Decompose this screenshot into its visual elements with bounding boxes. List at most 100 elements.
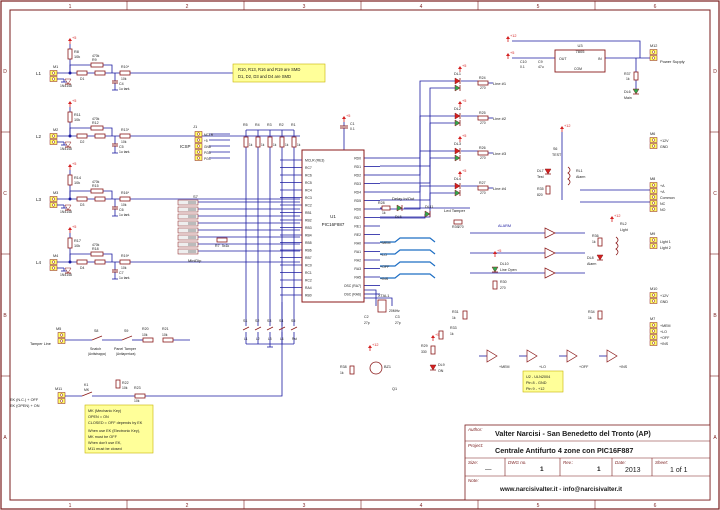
label: 270 (480, 156, 486, 160)
supply-arrow (458, 101, 462, 104)
main-led-resistor (633, 71, 639, 81)
label: 470k (92, 243, 100, 247)
supply-arrow (342, 116, 346, 119)
label: 10k (74, 181, 80, 185)
label: R19* (121, 254, 130, 258)
label: R23 (134, 386, 141, 390)
pushbutton-contact (254, 326, 262, 331)
label: R39 (452, 225, 459, 229)
label: +LO (539, 365, 546, 369)
border-col-top: 2 (186, 4, 189, 10)
bank-resistor (291, 136, 297, 148)
border-col-top: 1 (69, 4, 72, 10)
label: 330 (421, 350, 427, 354)
label: L4 (36, 260, 42, 265)
label: S3 (267, 319, 271, 323)
label: M3 (53, 191, 58, 195)
label: 7805 (576, 49, 586, 54)
label: DL6 (624, 90, 631, 94)
label: +MEM (660, 324, 670, 328)
label: DL1 (454, 72, 461, 76)
note-label: Note: (468, 478, 480, 483)
light-resistor (597, 237, 603, 247)
mcu-pin-left: RC2 (305, 279, 312, 283)
mcu-pin-right: RD2 (354, 174, 361, 178)
label: L1 (36, 71, 42, 76)
uln-note: U2 - ULN2004 Pin 8 - GND Pin 9 - +12 (522, 370, 564, 393)
connector-hole (651, 293, 656, 297)
supply-label: +5 (72, 36, 76, 40)
label: 470k (92, 117, 100, 121)
label: 1k (261, 143, 265, 147)
border-col-bottom: 3 (303, 503, 306, 509)
label: BZ1 (384, 365, 391, 369)
clamp-diode (64, 78, 72, 85)
clamp-diode (64, 267, 72, 274)
bank-resistor (267, 136, 273, 148)
bus-line (380, 237, 436, 243)
snatch-switch (91, 335, 103, 341)
label: EK (N.C.) + OFF (10, 398, 39, 402)
border-col-bottom: 6 (654, 503, 657, 509)
label: (Antiapertura) (116, 352, 136, 356)
supply-arrow (493, 251, 497, 254)
wire (380, 157, 455, 201)
note-value: www.narcisivalter.it - info@narcisivalte… (499, 486, 622, 493)
zone-resistor-2 (94, 70, 106, 76)
label: Led Tamper (444, 208, 466, 213)
mcu-pin-right: RA1 (354, 250, 361, 254)
filter-resistor (119, 259, 131, 265)
connector-hole (651, 335, 656, 339)
on-led-resistor (430, 345, 436, 355)
connector-hole (651, 138, 656, 142)
mcu-pin-right: RD0 (354, 157, 361, 161)
mcu-pin-left: RB4 (305, 234, 312, 238)
connector-hole (196, 138, 201, 142)
mechanic-key (81, 391, 93, 397)
mcu-pin-right: RD1 (354, 165, 361, 169)
label: DL2 (454, 107, 461, 111)
label: S5 (291, 319, 295, 323)
on-led (429, 364, 437, 371)
date-label: Date: (615, 460, 627, 465)
buzzer-resistor (349, 365, 355, 375)
clamp-diode (64, 141, 72, 148)
label: +A (660, 190, 665, 194)
key-note-3: CLOSED = OFF depends by EK (88, 421, 143, 425)
relay-coil (567, 166, 571, 186)
label: Rst (292, 337, 297, 341)
label: 270 (500, 286, 506, 290)
label: 1k (273, 143, 277, 147)
border-col-bottom: 4 (420, 503, 423, 509)
label: R4 (255, 123, 260, 127)
pushbutton-contact (242, 326, 250, 331)
connector-hole (196, 150, 201, 154)
supply-arrow (506, 53, 510, 56)
label: 1k (452, 316, 456, 320)
supply-label: +5 (346, 114, 350, 118)
label: 1u tant. (119, 213, 130, 217)
label: R5 (243, 123, 248, 127)
label: 10k (134, 399, 140, 403)
label: DL5 (395, 215, 402, 219)
label: +INS (660, 342, 669, 346)
input-pullup-resistor (67, 237, 73, 249)
uln-note-1: U2 - ULN2004 (526, 375, 550, 379)
label: C4 (119, 82, 124, 86)
label: Power Supply (660, 59, 685, 64)
connector-hole (651, 207, 656, 211)
bus-line (380, 261, 436, 267)
input-pullup-resistor (67, 174, 73, 186)
label: R17 (74, 239, 81, 243)
border-row-left: B (3, 313, 7, 319)
label: +12V (660, 139, 669, 143)
border-col-top: 6 (654, 4, 657, 10)
dip-resistor (216, 237, 228, 243)
label: GND (660, 300, 668, 304)
crystal (377, 299, 387, 313)
supply-label: +5 (72, 99, 76, 103)
line-open-led (491, 266, 499, 273)
label: 1k (592, 240, 596, 244)
label: R7 (215, 244, 220, 248)
label: IN (598, 57, 602, 61)
